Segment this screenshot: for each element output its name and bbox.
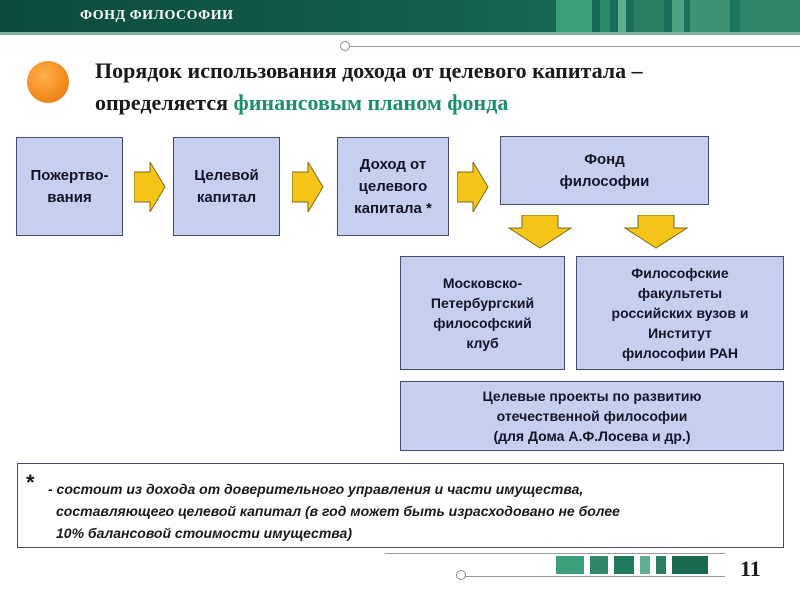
footnote-line-3: 10% балансовой стоимости имущества) — [56, 525, 353, 541]
faculties-line: философии РАН — [622, 345, 738, 361]
donations-line: вания — [47, 188, 92, 206]
projects-line: (для Дома А.Ф.Лосева и др.) — [493, 428, 691, 444]
page-number: 11 — [740, 556, 761, 581]
fund-line: философии — [559, 172, 650, 190]
arrow-right-icon — [457, 162, 489, 212]
projects-line: отечественной философии — [496, 408, 688, 424]
title-line-2-plain: определяется — [95, 90, 234, 115]
faculties-line: российских вузов и — [611, 305, 749, 321]
faculties-line: факультеты — [637, 285, 723, 301]
header-band: ФОНД ФИЛОСОФИИ — [0, 0, 800, 32]
header-title: ФОНД ФИЛОСОФИИ — [80, 8, 234, 23]
donations-line: Пожертво- — [30, 166, 109, 184]
deco-circle — [340, 41, 350, 51]
header-deco-block — [672, 0, 684, 32]
income-box: Доход от целевого капитала * — [337, 137, 449, 236]
header-deco-block — [634, 0, 664, 32]
deco-circle — [456, 570, 466, 580]
arrow-down-icon — [624, 215, 688, 249]
footer-deco-block — [672, 556, 708, 574]
title-line-2-accent: финансовым планом фонда — [233, 90, 509, 115]
club-line: философский — [433, 315, 532, 331]
footnote-line-2: составляющего целевой капитал (в год мож… — [56, 503, 620, 519]
fund-line: Фонд — [584, 150, 625, 168]
header-divider — [0, 32, 800, 35]
endowment-line: капитал — [196, 188, 257, 206]
footnote-star: * — [26, 470, 35, 495]
footer-deco-block — [656, 556, 666, 574]
faculties-line: Философские — [631, 265, 729, 281]
fund-box: Фонд философии — [500, 136, 709, 205]
arrow-right-icon — [134, 162, 166, 212]
header-deco-block — [556, 0, 592, 32]
footnote-text: - состоит из дохода от доверительного уп… — [48, 478, 778, 544]
club-line: Московско- — [442, 275, 523, 291]
endowment-line: Целевой — [194, 166, 259, 184]
projects-box: Целевые проекты по развитию отечественно… — [400, 381, 784, 451]
club-line: Петербургский — [430, 295, 535, 311]
title-line-2: определяется финансовым планом фонда — [95, 87, 643, 119]
club-box: Московско- Петербургский философский клу… — [400, 256, 565, 370]
income-line: целевого — [358, 177, 428, 195]
projects-line: Целевые проекты по развитию — [482, 388, 702, 404]
deco-line — [348, 46, 800, 47]
donations-box: Пожертво- вания — [16, 137, 123, 236]
footer-deco-block — [640, 556, 650, 574]
arrow-right-icon — [292, 162, 324, 212]
bullet-circle — [27, 61, 69, 103]
footnote-line-1: - состоит из дохода от доверительного уп… — [48, 481, 584, 497]
income-line: Доход от — [359, 155, 427, 173]
faculties-box: Философские факультеты российских вузов … — [576, 256, 784, 370]
endowment-box: Целевой капитал — [173, 137, 280, 236]
footnote-box: * - состоит из дохода от доверительного … — [17, 463, 784, 548]
header-deco-block — [618, 0, 626, 32]
footer-deco-block — [556, 556, 584, 574]
deco-line — [385, 553, 725, 554]
footer-deco-block — [614, 556, 634, 574]
arrow-down-icon — [508, 215, 572, 249]
page-title: Порядок использования дохода от целевого… — [95, 55, 643, 119]
deco-line — [465, 576, 725, 577]
footer-deco-block — [590, 556, 608, 574]
club-line: клуб — [466, 335, 499, 351]
header-deco-block — [600, 0, 610, 32]
faculties-line: Институт — [648, 325, 712, 341]
income-line: капитала * — [354, 199, 432, 217]
header-deco-block — [690, 0, 730, 32]
title-line-1: Порядок использования дохода от целевого… — [95, 58, 643, 83]
header-deco-block — [740, 0, 800, 32]
